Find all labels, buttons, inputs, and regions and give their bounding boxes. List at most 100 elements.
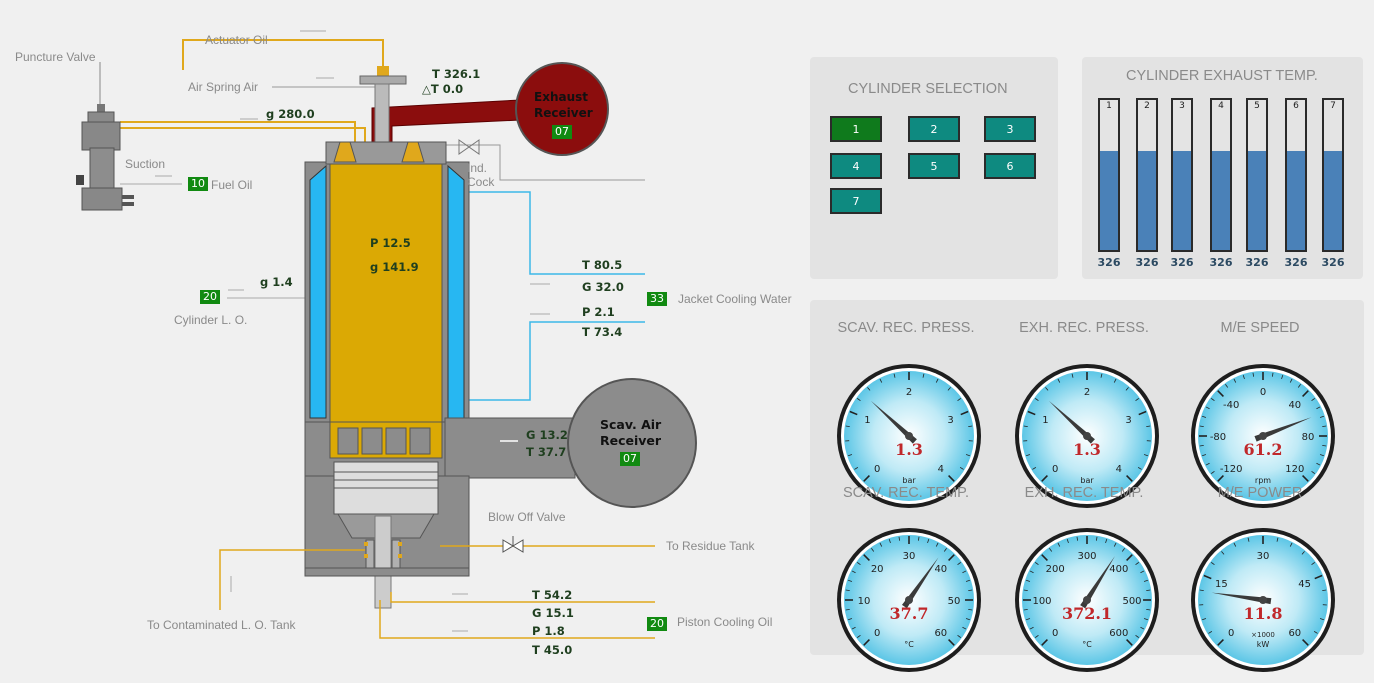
gauge-tick-label: 60 bbox=[1288, 628, 1301, 639]
gauge-tick-label: 0 bbox=[874, 628, 880, 639]
pco-pressure-value: P 1.8 bbox=[532, 624, 565, 638]
gauge-hub bbox=[1259, 432, 1267, 440]
gauge-hub bbox=[905, 596, 913, 604]
scav-tag[interactable]: 07 bbox=[620, 452, 640, 466]
fuel-line bbox=[120, 121, 356, 142]
piston-cooling-oil-label: Piston Cooling Oil bbox=[677, 615, 773, 629]
exhaust-temp-bar-number: 6 bbox=[1293, 101, 1299, 111]
piston-cooling-tag[interactable]: 20 bbox=[647, 617, 667, 631]
gauge-value: 1.3 bbox=[895, 440, 923, 459]
exhaust-temp-bar-number: 1 bbox=[1106, 101, 1112, 111]
gauge-needle bbox=[1048, 400, 1095, 444]
cylinder-button-7[interactable]: 7 bbox=[830, 188, 882, 214]
gauge-hub bbox=[1259, 596, 1267, 604]
gauge-tick-label: 300 bbox=[1077, 551, 1096, 562]
exhaust-temp-value: 326 bbox=[1321, 256, 1345, 269]
piston-cooling-in-line bbox=[379, 600, 655, 639]
gauge-unit: °C bbox=[904, 640, 914, 649]
gauge-unit: °C bbox=[1082, 640, 1092, 649]
gauge-tick-label: 2 bbox=[906, 387, 912, 398]
to-residue-tank-label: To Residue Tank bbox=[666, 539, 755, 553]
cylinder-button-4[interactable]: 4 bbox=[830, 153, 882, 179]
gauge-tick-label: -40 bbox=[1223, 400, 1239, 411]
scav-g-value: G 13.2 bbox=[526, 428, 568, 442]
gauge-title-5: EXH. REC. TEMP. bbox=[1024, 485, 1144, 501]
scav-receiver-label-1: Scav. Air bbox=[600, 417, 662, 432]
gauge-value: 372.1 bbox=[1062, 604, 1112, 623]
gauge-hub bbox=[1083, 432, 1091, 440]
gauge-title-1: SCAV. REC. PRESS. bbox=[837, 320, 975, 336]
gauge-unit: bar bbox=[902, 476, 916, 485]
scav-temp-value: T 37.7 bbox=[526, 445, 567, 459]
gauge-unit: kW bbox=[1257, 640, 1270, 649]
puncture-valve bbox=[76, 62, 134, 211]
gauge-tick-label: -80 bbox=[1210, 432, 1226, 443]
jacket-tag[interactable]: 33 bbox=[647, 292, 667, 306]
exhaust-temp-value: 326 bbox=[1209, 256, 1233, 269]
gauge-tick-label: 20 bbox=[871, 564, 884, 575]
fuel-oil-tag[interactable]: 10 bbox=[188, 177, 208, 191]
gauge-tick-label: 0 bbox=[1228, 628, 1234, 639]
exhaust-temp-bar-number: 3 bbox=[1179, 101, 1185, 111]
cylinder-lo-tag[interactable]: 20 bbox=[200, 290, 220, 304]
jcw-temp-in-value: T 73.4 bbox=[582, 325, 623, 339]
pco-temp-out-value: T 54.2 bbox=[532, 588, 573, 602]
piston-rod bbox=[374, 515, 392, 609]
gauge-needle bbox=[1080, 556, 1115, 609]
gauge-value: 11.8 bbox=[1244, 604, 1283, 623]
cylinder-g-value: g 141.9 bbox=[370, 260, 419, 274]
air-spring-air-label: Air Spring Air bbox=[188, 80, 259, 94]
cylinder-button-3[interactable]: 3 bbox=[984, 116, 1036, 142]
gauge-tick-label: 40 bbox=[1288, 400, 1301, 411]
gauge-tick-label: 500 bbox=[1122, 596, 1141, 607]
exhaust-temp-bar-3: 3 bbox=[1171, 98, 1193, 252]
gauge-value: 1.3 bbox=[1073, 440, 1101, 459]
gauge-needle bbox=[870, 400, 917, 444]
engine-schematic bbox=[76, 30, 697, 639]
gauge-tick-label: 60 bbox=[934, 628, 947, 639]
exhaust-receiver-label-2: Receiver bbox=[534, 106, 593, 120]
puncture-valve-label: Puncture Valve bbox=[15, 50, 96, 64]
exhaust-temp-bar-5: 5 bbox=[1246, 98, 1268, 252]
exhaust-temp-value: 326 bbox=[1135, 256, 1159, 269]
exhaust-temp-bar-fill bbox=[1287, 151, 1305, 250]
exhaust-temp-bar-1: 1 bbox=[1098, 98, 1120, 252]
gauge-multiplier: ×1000 bbox=[1251, 631, 1275, 639]
gauge-tick-label: -120 bbox=[1220, 464, 1243, 475]
cylinder-selection-panel: CYLINDER SELECTION 1 2 3 4 5 6 7 bbox=[810, 57, 1058, 279]
cylinder-button-2[interactable]: 2 bbox=[908, 116, 960, 142]
jcw-temp-out-value: T 80.5 bbox=[582, 258, 623, 272]
gauge-tick-label: 3 bbox=[947, 415, 953, 426]
exhaust-temp-bar-7: 7 bbox=[1322, 98, 1344, 252]
cylinder-pressure-value: P 12.5 bbox=[370, 236, 411, 250]
gauge-tick-label: 3 bbox=[1125, 415, 1131, 426]
exhaust-temp-bar-fill bbox=[1248, 151, 1266, 250]
exhaust-tag[interactable]: 07 bbox=[552, 125, 572, 139]
cylinder-button-5[interactable]: 5 bbox=[908, 153, 960, 179]
gauge-title-3: M/E SPEED bbox=[1220, 320, 1300, 336]
gauge-hub bbox=[905, 432, 913, 440]
exhaust-temp-bar-number: 5 bbox=[1254, 101, 1260, 111]
gauge-hub bbox=[1083, 596, 1091, 604]
to-contaminated-lo-label: To Contaminated L. O. Tank bbox=[147, 618, 296, 632]
cylinder-liner bbox=[329, 163, 443, 423]
cylinder-button-1[interactable]: 1 bbox=[830, 116, 882, 142]
exhaust-temp-value: T 326.1 bbox=[432, 67, 481, 81]
exhaust-temp-bar-fill bbox=[1173, 151, 1191, 250]
gauge-tick-label: 40 bbox=[934, 564, 947, 575]
jcw-pressure-value: P 2.1 bbox=[582, 305, 615, 319]
exhaust-temp-bar-fill bbox=[1324, 151, 1342, 250]
cylinder-button-6[interactable]: 6 bbox=[984, 153, 1036, 179]
gauge-tick-label: 4 bbox=[938, 464, 944, 475]
gauge-needle bbox=[1211, 592, 1272, 605]
exhaust-temp-value: 326 bbox=[1097, 256, 1121, 269]
pco-temp-in-value: T 45.0 bbox=[532, 643, 573, 657]
exhaust-delta-temp-value: △T 0.0 bbox=[422, 82, 464, 96]
exhaust-temp-value: 326 bbox=[1284, 256, 1308, 269]
ind-cock-label-1: Ind. bbox=[467, 161, 488, 175]
